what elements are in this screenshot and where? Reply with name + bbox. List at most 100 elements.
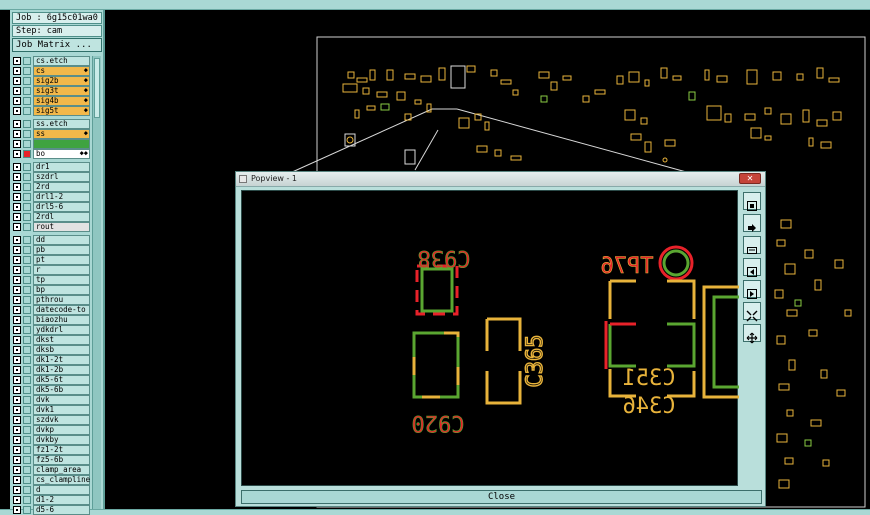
layer-color-swatch[interactable] bbox=[23, 466, 31, 474]
expand-button[interactable] bbox=[743, 324, 761, 344]
layer-name[interactable]: szdrl bbox=[33, 172, 90, 182]
layer-checkbox[interactable] bbox=[13, 203, 21, 211]
layer-checkbox[interactable] bbox=[13, 326, 21, 334]
layer-color-swatch[interactable] bbox=[23, 356, 31, 364]
layer-name[interactable]: d5-6 bbox=[33, 505, 90, 515]
layer-color-swatch[interactable] bbox=[23, 193, 31, 201]
layer-name[interactable]: drl5-6 bbox=[33, 202, 90, 212]
layer-name[interactable]: pthrou bbox=[33, 295, 90, 305]
layer-row[interactable]: 2rd bbox=[12, 182, 90, 192]
layer-checkbox[interactable] bbox=[13, 183, 21, 191]
layer-name[interactable]: pb bbox=[33, 245, 90, 255]
layer-name[interactable]: sig4b bbox=[33, 96, 90, 106]
layer-checkbox[interactable] bbox=[13, 386, 21, 394]
layer-name[interactable]: bp bbox=[33, 285, 90, 295]
layer-checkbox[interactable] bbox=[13, 506, 21, 514]
layer-name[interactable] bbox=[33, 139, 90, 149]
layer-checkbox[interactable] bbox=[13, 396, 21, 404]
layer-row[interactable]: dvkp bbox=[12, 425, 90, 435]
layer-name[interactable]: r bbox=[33, 265, 90, 275]
layer-name[interactable]: bo bbox=[33, 149, 90, 159]
layer-name[interactable]: ss.etch bbox=[33, 119, 90, 129]
layer-checkbox[interactable] bbox=[13, 426, 21, 434]
layer-checkbox[interactable] bbox=[13, 57, 21, 65]
layer-color-swatch[interactable] bbox=[23, 436, 31, 444]
layer-color-swatch[interactable] bbox=[23, 456, 31, 464]
layer-checkbox[interactable] bbox=[13, 246, 21, 254]
layer-checkbox[interactable] bbox=[13, 376, 21, 384]
layer-color-swatch[interactable] bbox=[23, 486, 31, 494]
layer-color-swatch[interactable] bbox=[23, 173, 31, 181]
pan-left-button[interactable] bbox=[743, 258, 761, 277]
layer-row[interactable]: sig5t◆ bbox=[12, 106, 90, 116]
zoom-in-button[interactable] bbox=[743, 214, 761, 232]
popview-canvas[interactable]: C938 C920 C365 TP76 C351 C346 bbox=[241, 190, 739, 486]
layer-row[interactable]: pb bbox=[12, 245, 90, 255]
layer-checkbox[interactable] bbox=[13, 476, 21, 484]
layer-color-swatch[interactable] bbox=[23, 213, 31, 221]
layer-name[interactable]: cs.etch bbox=[33, 56, 90, 66]
window-close-button[interactable]: ✕ bbox=[739, 173, 761, 184]
layer-checkbox[interactable] bbox=[13, 456, 21, 464]
layer-row[interactable]: fz1-2t bbox=[12, 445, 90, 455]
layer-checkbox[interactable] bbox=[13, 173, 21, 181]
layer-checkbox[interactable] bbox=[13, 266, 21, 274]
layer-color-swatch[interactable] bbox=[23, 296, 31, 304]
layer-checkbox[interactable] bbox=[13, 150, 21, 158]
layer-row[interactable]: pthrou bbox=[12, 295, 90, 305]
layer-color-swatch[interactable] bbox=[23, 163, 31, 171]
layer-color-swatch[interactable] bbox=[23, 203, 31, 211]
layer-row[interactable]: dk1-2b bbox=[12, 365, 90, 375]
layer-color-swatch[interactable] bbox=[23, 150, 31, 158]
layer-checkbox[interactable] bbox=[13, 496, 21, 504]
layer-row[interactable]: dksb bbox=[12, 345, 90, 355]
popview-titlebar[interactable]: Popview - 1 ✕ bbox=[236, 172, 765, 187]
layer-name[interactable]: biaozhu bbox=[33, 315, 90, 325]
layer-list-scrollbar[interactable] bbox=[92, 56, 101, 509]
layer-color-swatch[interactable] bbox=[23, 140, 31, 148]
layer-color-swatch[interactable] bbox=[23, 306, 31, 314]
layer-name[interactable]: clamp_area bbox=[33, 465, 90, 475]
layer-color-swatch[interactable] bbox=[23, 496, 31, 504]
layer-checkbox[interactable] bbox=[13, 366, 21, 374]
layer-row[interactable]: r bbox=[12, 265, 90, 275]
layer-checkbox[interactable] bbox=[13, 140, 21, 148]
layer-color-swatch[interactable] bbox=[23, 183, 31, 191]
layer-row[interactable]: sig2b◆ bbox=[12, 76, 90, 86]
layer-name[interactable]: dk5-6t bbox=[33, 375, 90, 385]
layer-name[interactable]: rout bbox=[33, 222, 90, 232]
layer-checkbox[interactable] bbox=[13, 316, 21, 324]
layer-color-swatch[interactable] bbox=[23, 376, 31, 384]
layer-name[interactable]: sig3t bbox=[33, 86, 90, 96]
layer-name[interactable]: ss bbox=[33, 129, 90, 139]
layer-name[interactable]: sig5t bbox=[33, 106, 90, 116]
layer-row[interactable]: biaozhu bbox=[12, 315, 90, 325]
layer-name[interactable]: pt bbox=[33, 255, 90, 265]
layer-name[interactable]: dvk bbox=[33, 395, 90, 405]
layer-checkbox[interactable] bbox=[13, 276, 21, 284]
layer-color-swatch[interactable] bbox=[23, 130, 31, 138]
layer-checkbox[interactable] bbox=[13, 486, 21, 494]
layer-row[interactable]: drl1-2 bbox=[12, 192, 90, 202]
layer-row[interactable]: ss◆ bbox=[12, 129, 90, 139]
layer-color-swatch[interactable] bbox=[23, 386, 31, 394]
layer-color-swatch[interactable] bbox=[23, 426, 31, 434]
layer-row[interactable]: dr1 bbox=[12, 162, 90, 172]
layer-name[interactable]: dvkby bbox=[33, 435, 90, 445]
layer-row[interactable]: bo◆◆ bbox=[12, 149, 90, 159]
layer-name[interactable]: d bbox=[33, 485, 90, 495]
layer-row[interactable]: fz5-6b bbox=[12, 455, 90, 465]
popview-close-button[interactable]: Close bbox=[241, 490, 762, 504]
layer-color-swatch[interactable] bbox=[23, 223, 31, 231]
layer-name[interactable]: datecode-to bbox=[33, 305, 90, 315]
layer-checkbox[interactable] bbox=[13, 286, 21, 294]
layer-checkbox[interactable] bbox=[13, 87, 21, 95]
layer-color-swatch[interactable] bbox=[23, 336, 31, 344]
layer-name[interactable]: cs_clampline bbox=[33, 475, 90, 485]
layer-checkbox[interactable] bbox=[13, 236, 21, 244]
layer-row[interactable]: ss.etch bbox=[12, 119, 90, 129]
layer-row[interactable]: sig4b◆ bbox=[12, 96, 90, 106]
layer-row[interactable]: dvk bbox=[12, 395, 90, 405]
layer-row[interactable]: ydkdrl bbox=[12, 325, 90, 335]
layer-checkbox[interactable] bbox=[13, 77, 21, 85]
